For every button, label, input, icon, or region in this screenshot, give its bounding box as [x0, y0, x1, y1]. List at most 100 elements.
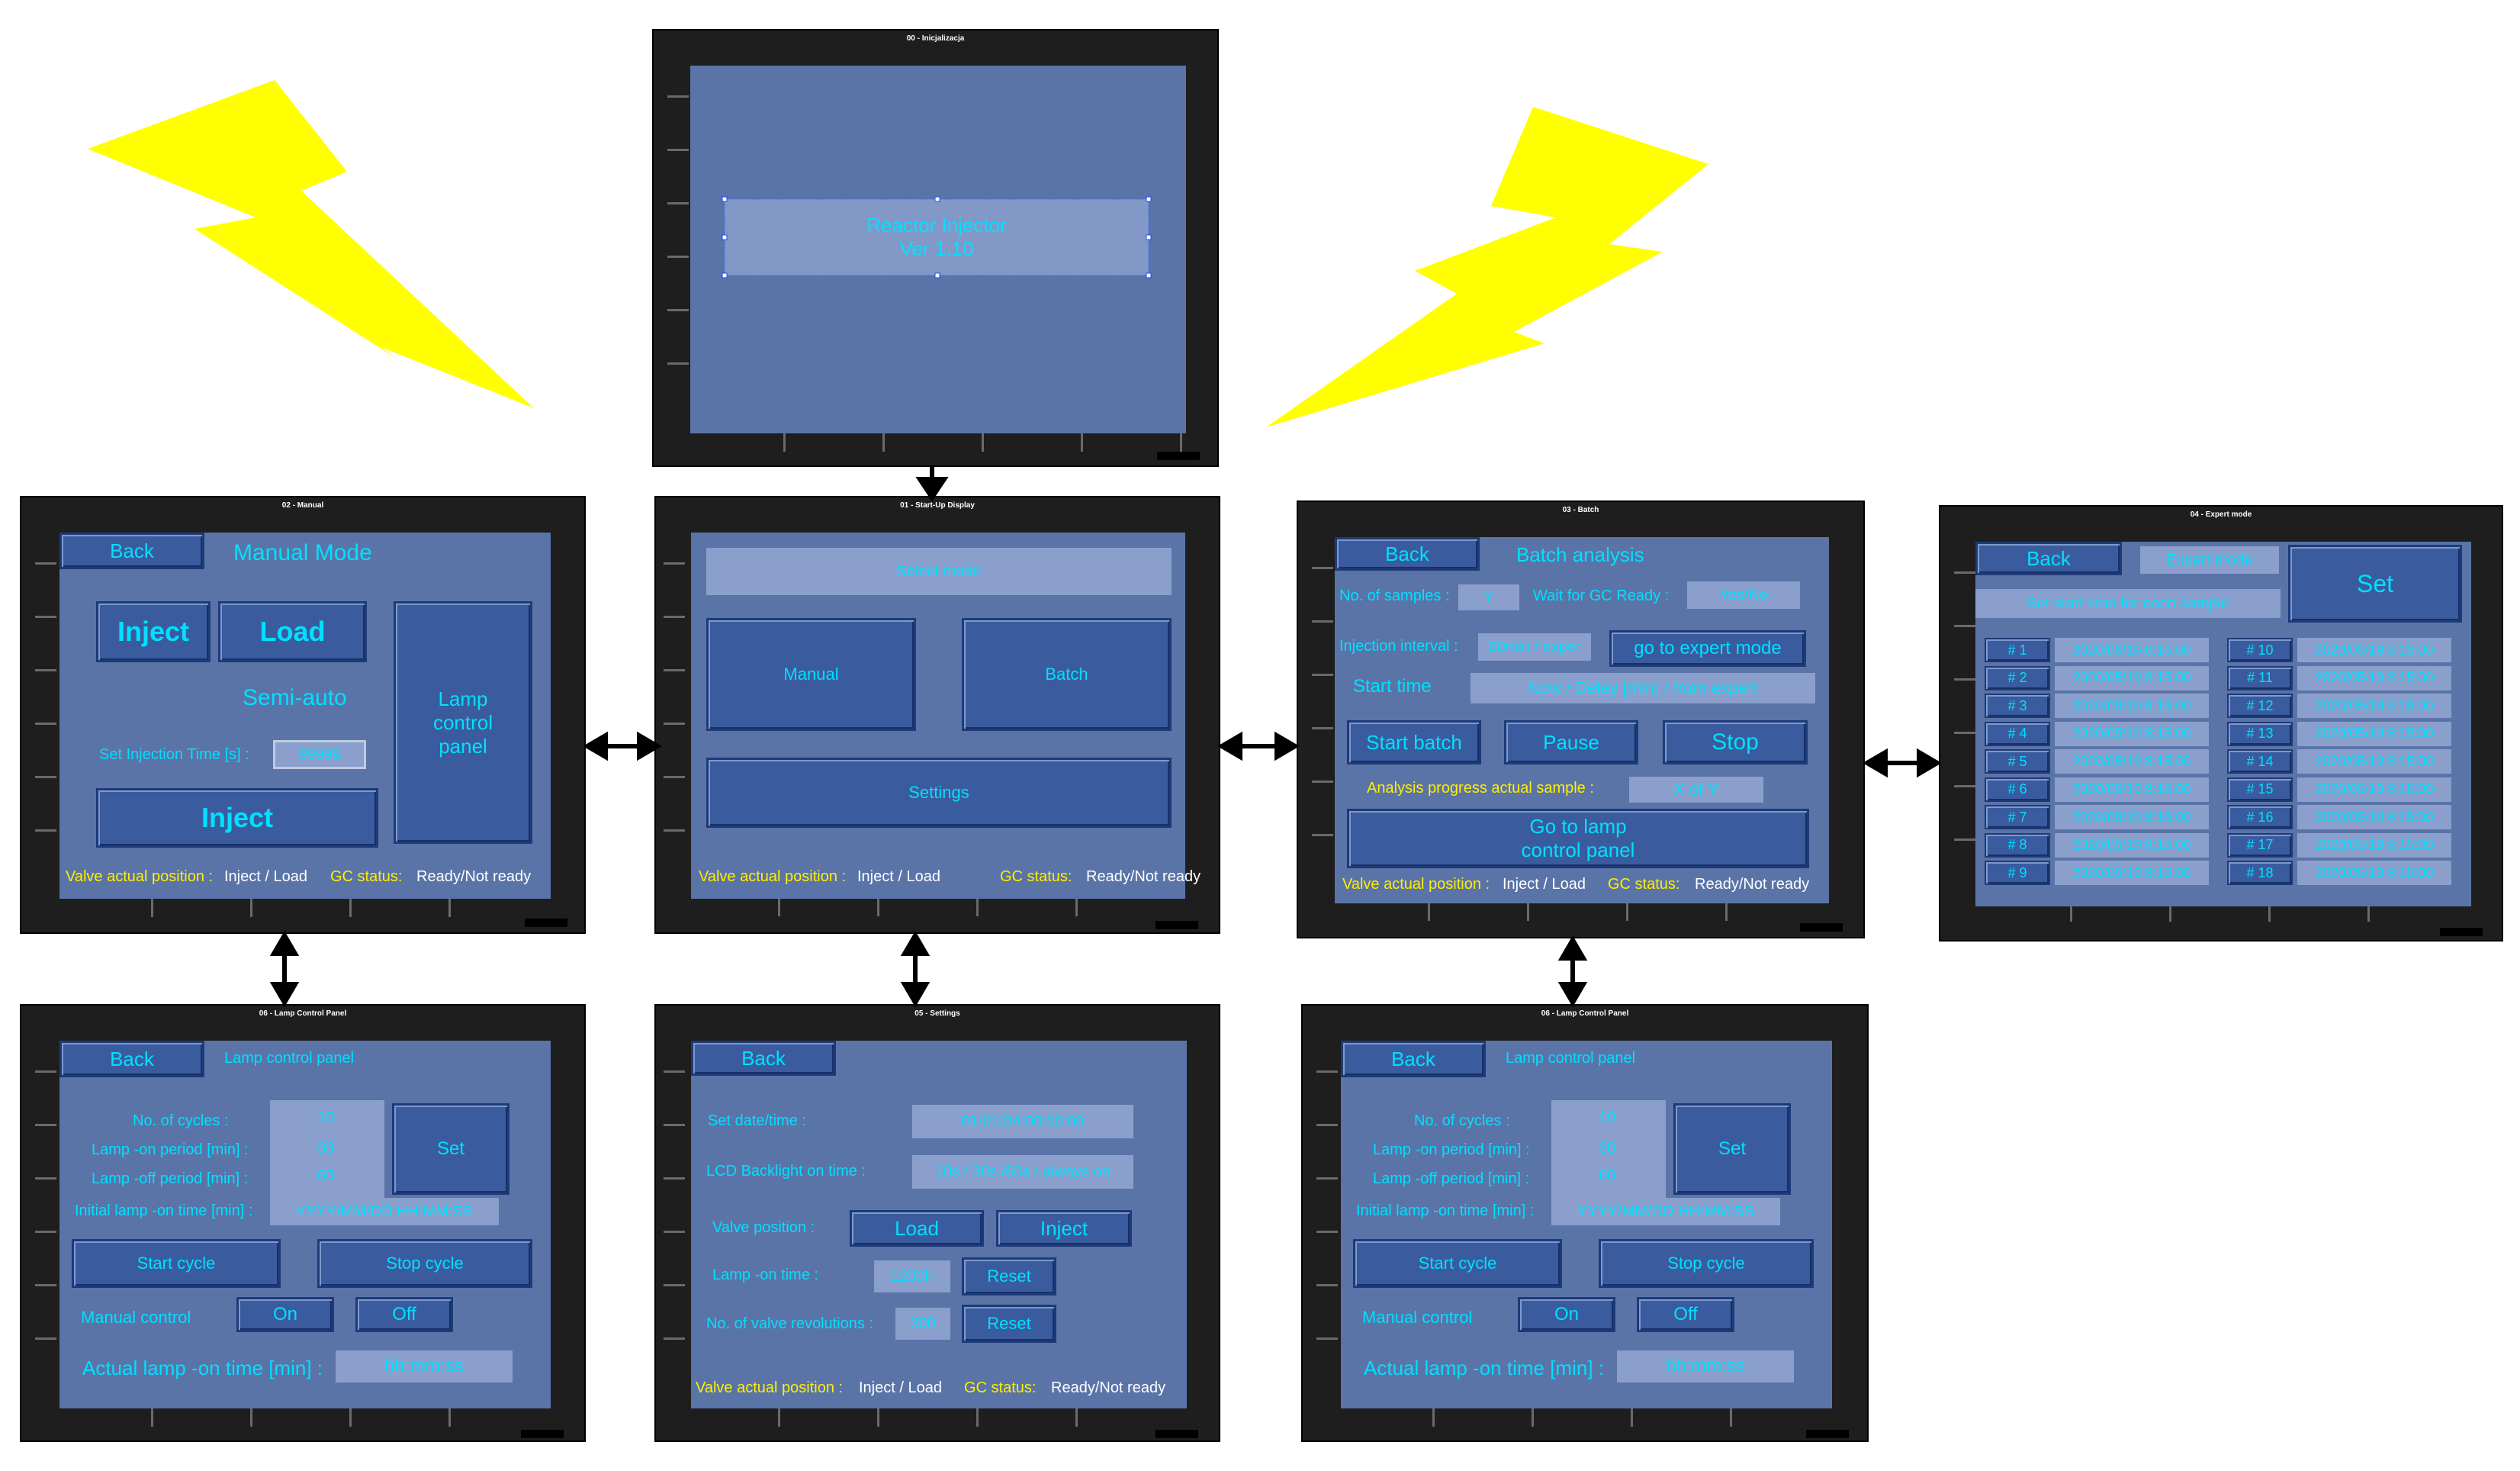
select-mode-label: Select mode — [706, 548, 1172, 595]
lcd-backlight-input[interactable]: 10s / 30s /60s / always on — [912, 1155, 1133, 1189]
lamp-on-time-label: Lamp -on time : — [712, 1267, 818, 1283]
lamp-on-button[interactable]: On — [1518, 1297, 1615, 1332]
lamp-off-value[interactable]: 60 — [1599, 1167, 1616, 1184]
back-button[interactable]: Back — [59, 533, 204, 569]
start-cycle-button[interactable]: Start cycle — [1353, 1239, 1562, 1288]
sample-start-time-10[interactable]: 2020/05/19 8:15:00 — [2297, 638, 2451, 662]
sample-start-time-2[interactable]: 2020/05/19 8:15:00 — [2055, 665, 2209, 690]
back-button[interactable]: Back — [1341, 1041, 1486, 1077]
sample-start-time-13[interactable]: 2020/05/19 8:15:00 — [2297, 721, 2451, 746]
stop-button[interactable]: Stop — [1663, 720, 1808, 764]
page-title: Manual Mode — [233, 540, 372, 565]
sample-start-time-12[interactable]: 2020/05/19 8:15:00 — [2297, 694, 2451, 718]
manual-button[interactable]: Manual — [706, 618, 916, 731]
lamp-on-value[interactable]: 30 — [1599, 1140, 1616, 1157]
sample-number-7: # 7 — [1985, 805, 2050, 829]
injection-interval-label: Injection interval : — [1339, 638, 1458, 655]
start-time-input[interactable]: Now / Deley [min] / from expert — [1471, 673, 1815, 703]
load-button[interactable]: Load — [218, 601, 367, 662]
valve-revolutions-label: No. of valve revolutions : — [706, 1315, 873, 1332]
actual-lamp-on-label: Actual lamp -on time [min] : — [82, 1357, 323, 1379]
sample-start-time-6[interactable]: 2020/05/19 8:15:00 — [2055, 777, 2209, 802]
cycles-value[interactable]: 10 — [1599, 1109, 1616, 1126]
sample-start-time-11[interactable]: 2020/05/19 8:15:00 — [2297, 665, 2451, 690]
set-start-time-label: Set start time for each sample — [1975, 589, 2281, 618]
panel-settings: 05 - Settings Back Set date/time : 01/01… — [654, 1004, 1220, 1442]
go-expert-mode-button[interactable]: go to expert mode — [1609, 630, 1806, 667]
cycles-label: No. of cycles : — [1414, 1112, 1510, 1129]
sample-start-time-16[interactable]: 2020/05/19 8:15:00 — [2297, 805, 2451, 829]
sample-start-time-5[interactable]: 2020/05/19 8:15:00 — [2055, 749, 2209, 774]
reset-valve-revolutions-button[interactable]: Reset — [962, 1305, 1056, 1343]
lamp-off-button[interactable]: Off — [355, 1297, 453, 1332]
injection-time-input[interactable]: 99999 — [273, 740, 366, 769]
set-button[interactable]: Set — [2288, 545, 2462, 623]
set-button[interactable]: Set — [392, 1103, 509, 1195]
lamp-off-value[interactable]: 60 — [317, 1167, 335, 1184]
cycles-value[interactable]: 10 — [317, 1109, 335, 1126]
sample-number-1: # 1 — [1985, 638, 2050, 662]
gc-status-label: GC status: — [1000, 868, 1072, 885]
back-button[interactable]: Back — [1335, 537, 1480, 571]
go-to-lamp-control-button[interactable]: Go to lamp control panel — [1347, 809, 1809, 868]
app-name: Reactor Injector — [866, 214, 1007, 237]
sample-number-14: # 14 — [2227, 749, 2293, 774]
wait-gc-input[interactable]: Yes/No — [1687, 581, 1800, 609]
stop-cycle-button[interactable]: Stop cycle — [317, 1239, 532, 1288]
start-cycle-button[interactable]: Start cycle — [72, 1239, 281, 1288]
sample-number-16: # 16 — [2227, 805, 2293, 829]
sample-start-time-1[interactable]: 2020/05/19 8:15:00 — [2055, 638, 2209, 662]
sample-number-12: # 12 — [2227, 694, 2293, 718]
injection-interval-input[interactable]: 60min / exper — [1478, 633, 1591, 661]
lamp-off-button[interactable]: Off — [1637, 1297, 1734, 1332]
panel-lamp-right: 06 - Lamp Control Panel Back Lamp contro… — [1301, 1004, 1869, 1442]
sample-start-time-18[interactable]: 2020/05/19 8:15:00 — [2297, 861, 2451, 885]
gc-status-value: Ready/Not ready — [1695, 876, 1810, 893]
panel-title: 00 - Inicjalizacja — [906, 34, 965, 43]
sample-start-time-3[interactable]: 2020/05/19 8:15:00 — [2055, 694, 2209, 718]
sample-start-time-15[interactable]: 2020/05/19 8:15:00 — [2297, 777, 2451, 802]
sample-number-2: # 2 — [1985, 665, 2050, 690]
manual-control-label: Manual control — [1362, 1308, 1473, 1327]
valve-status-value: Inject / Load — [859, 1379, 942, 1396]
back-button[interactable]: Back — [691, 1041, 836, 1076]
startup-banner: Reactor Injector Ver 1.10 — [725, 199, 1149, 275]
date-time-input[interactable]: 01/01/04 00:00:00 — [912, 1105, 1133, 1138]
sample-number-15: # 15 — [2227, 777, 2293, 802]
inject-button[interactable]: Inject — [96, 601, 211, 662]
settings-button[interactable]: Settings — [706, 758, 1172, 828]
lamp-control-panel-button[interactable]: Lamp control panel — [394, 601, 532, 844]
selection-handles — [722, 196, 1152, 278]
lamp-on-label: Lamp -on period [min] : — [1373, 1141, 1530, 1158]
lamp-on-button[interactable]: On — [236, 1297, 334, 1332]
initial-lamp-on-input[interactable]: YYYY/MM/DD HH:MM:SS — [270, 1198, 499, 1225]
set-button[interactable]: Set — [1673, 1103, 1791, 1195]
panel-init: 00 - Inicjalizacja Reactor Injector Ver … — [652, 29, 1219, 467]
valve-status-label: Valve actual position : — [696, 1379, 844, 1396]
gc-status-label: GC status: — [964, 1379, 1037, 1396]
sample-start-time-7[interactable]: 2020/05/19 8:15:00 — [2055, 805, 2209, 829]
initial-lamp-on-input[interactable]: YYYY/MM/DD HH:MM:SS — [1551, 1198, 1780, 1225]
sample-start-time-17[interactable]: 2020/05/19 8:15:00 — [2297, 832, 2451, 858]
valve-load-button[interactable]: Load — [850, 1210, 984, 1247]
back-button[interactable]: Back — [1975, 542, 2122, 575]
valve-inject-button[interactable]: Inject — [996, 1210, 1132, 1247]
stop-cycle-button[interactable]: Stop cycle — [1599, 1239, 1814, 1288]
sample-start-time-9[interactable]: 2020/05/19 8:15:00 — [2055, 861, 2209, 885]
reset-lamp-time-button[interactable]: Reset — [962, 1257, 1056, 1296]
start-batch-button[interactable]: Start batch — [1347, 720, 1481, 764]
panel-manual: 02 - Manual Back Manual Mode Inject Load… — [20, 496, 586, 934]
inject-semi-auto-button[interactable]: Inject — [96, 788, 378, 848]
actual-lamp-on-value: hh:mm:ss — [1617, 1350, 1794, 1382]
sample-number-5: # 5 — [1985, 749, 2050, 774]
no-samples-input[interactable]: Y — [1458, 584, 1519, 610]
page-title: Lamp control panel — [1506, 1050, 1636, 1067]
pause-button[interactable]: Pause — [1504, 720, 1638, 764]
sample-start-time-14[interactable]: 2020/05/19 8:15:00 — [2297, 749, 2451, 774]
sample-start-time-4[interactable]: 2020/05/19 8:15:00 — [2055, 721, 2209, 746]
lamp-on-value[interactable]: 30 — [317, 1140, 335, 1157]
sample-start-time-8[interactable]: 2020/05/19 8:15:00 — [2055, 832, 2209, 858]
back-button[interactable]: Back — [59, 1041, 204, 1077]
batch-button[interactable]: Batch — [962, 618, 1172, 731]
